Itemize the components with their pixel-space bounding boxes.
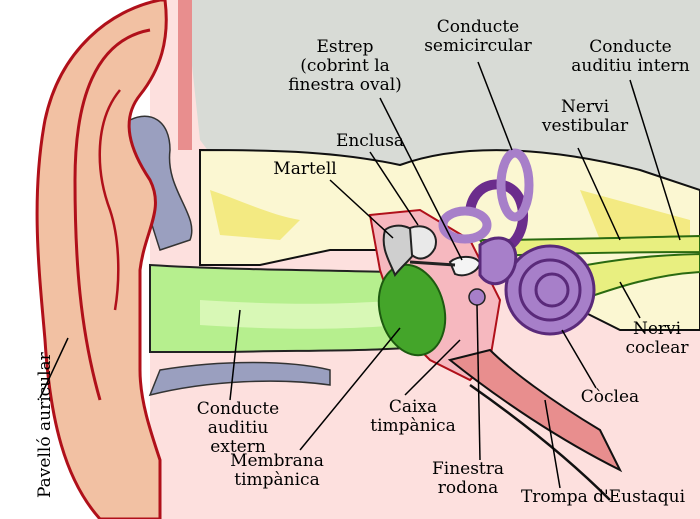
semicircular-loop-2 xyxy=(438,206,492,244)
leader-conducte-auditiu-extern xyxy=(229,309,241,401)
leader-nervi-coclear xyxy=(619,281,641,319)
label-nervi-vestibular: Nervi vestibular xyxy=(541,97,629,136)
leader-trompa-eustaqui xyxy=(544,399,561,489)
label-trompa-eustaqui: Trompa d'Eustaqui xyxy=(520,487,686,507)
bone-yellow-patch-2 xyxy=(580,190,690,245)
round-window xyxy=(468,288,486,306)
eustachian-tube xyxy=(447,348,623,473)
ossicle-link xyxy=(409,260,456,267)
leader-caixa-timpanica xyxy=(404,339,461,396)
canal-highlight xyxy=(200,300,400,329)
label-conducte-semicircular: Conducte semicircular xyxy=(424,17,532,56)
cartilage-lower xyxy=(148,361,331,397)
semicircular-canals xyxy=(465,179,529,255)
auricle xyxy=(35,0,168,519)
leader-enclusa xyxy=(369,151,419,226)
leader-estrep xyxy=(379,97,463,261)
label-conducte-auditiu-extern: Conducte auditiu extern xyxy=(196,399,280,457)
cochlea-turn-2 xyxy=(534,272,570,308)
eustachian-wall xyxy=(469,383,611,501)
auricle-fold xyxy=(73,28,151,401)
leader-membrana-timpanica xyxy=(299,327,401,451)
vestibule xyxy=(478,236,518,286)
incus xyxy=(408,225,437,260)
leader-martell xyxy=(329,179,394,239)
leader-nervi-vestibular xyxy=(577,147,621,241)
cochlea-turn-1 xyxy=(518,258,582,322)
label-conducte-auditiu-intern: Conducte auditiu intern xyxy=(571,37,690,76)
label-finestra-rodona: Finestra rodona xyxy=(431,459,505,498)
bone-yellow-patch xyxy=(210,190,300,240)
leader-pavello-auricular xyxy=(39,337,69,399)
leader-conducte-auditiu-intern xyxy=(629,79,681,241)
label-enclusa: Enclusa xyxy=(335,131,405,151)
leader-finestra-rodona xyxy=(476,304,481,461)
leader-conducte-semicircular xyxy=(477,61,513,151)
leader-lines xyxy=(39,61,681,489)
label-caixa-timpanica: Caixa timpànica xyxy=(370,397,456,436)
label-estrep: Estrep (cobrint la finestra oval) xyxy=(288,37,402,95)
bone-stripe xyxy=(178,0,192,150)
label-nervi-coclear: Nervi coclear xyxy=(625,319,689,358)
label-coclea: Còclea xyxy=(580,387,640,407)
leader-coclea xyxy=(561,329,597,389)
label-pavello-auricular: Pavelló auricular xyxy=(35,352,55,498)
auricle-fold-2 xyxy=(98,89,121,311)
semicircular-loop xyxy=(496,148,534,222)
label-membrana-timpanica: Membrana timpànica xyxy=(230,451,324,490)
label-martell: Martell xyxy=(273,159,337,179)
